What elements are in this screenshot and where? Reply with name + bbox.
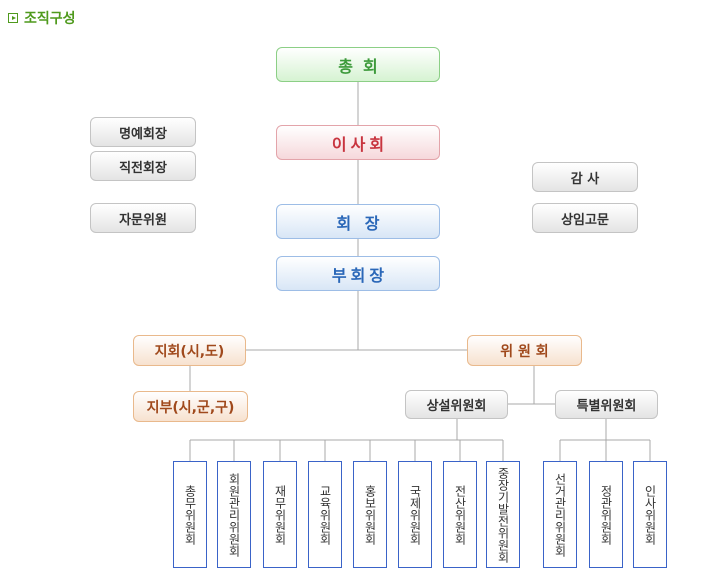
committee-it: 전산위원회 [443,461,477,568]
general-assembly-box: 총회 [276,47,440,82]
board-of-directors-box: 이사회 [276,125,440,160]
president-box: 회 장 [276,204,440,239]
committee-general-affairs: 총무위원회 [173,461,207,568]
standing-committee-box: 상설위원회 [405,390,508,419]
auditor-box: 감 사 [532,162,638,192]
committee-personnel: 인사위원회 [633,461,667,568]
committee-box: 위 원 회 [467,335,582,366]
committee-articles: 정관위원회 [589,461,623,568]
branch-box: 지회(시,도) [133,335,246,366]
special-committee-box: 특별위원회 [555,390,658,419]
committee-international: 국제위원회 [398,461,432,568]
advisor-box: 자문위원 [90,203,196,233]
bullet-icon [8,13,18,23]
sub-branch-box: 지부(시,군,구) [133,391,248,422]
committee-election-management: 선거관리위원회 [543,461,577,568]
committee-member-management: 회원관리위원회 [217,461,251,568]
committee-public-relations: 홍보위원회 [353,461,387,568]
former-president-box: 직전회장 [90,151,196,181]
vice-president-box: 부회장 [276,256,440,291]
section-title-text: 조직구성 [24,11,76,27]
honorary-president-box: 명예회장 [90,117,196,147]
committee-education: 교육위원회 [308,461,342,568]
standing-advisor-box: 상임고문 [532,203,638,233]
committee-long-term-development: 중장기발전위원회 [486,461,520,568]
committee-finance: 재무위원회 [263,461,297,568]
section-title: 조직구성 [8,8,76,28]
